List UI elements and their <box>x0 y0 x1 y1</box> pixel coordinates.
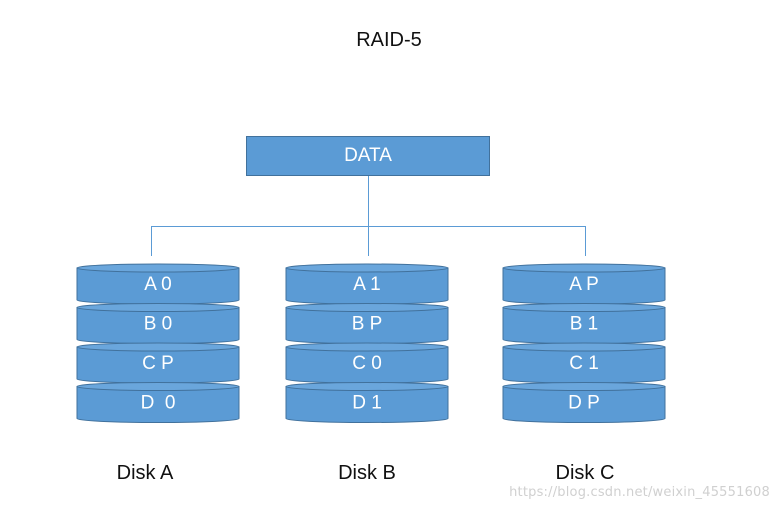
watermark: https://blog.csdn.net/weixin_45551608 <box>509 485 770 500</box>
disk-c-block-label-1: B 1 <box>570 314 599 335</box>
cylinder-top <box>76 382 240 391</box>
disk-a-block-label-0: A 0 <box>144 274 171 295</box>
disk-b-block-3: D 1 <box>285 382 449 423</box>
disk-b-block-1: B P <box>285 303 449 344</box>
cylinder-body <box>502 386 666 423</box>
disk-b-block-0: A 1 <box>285 263 449 305</box>
disk-a-block-label-3: D 0 <box>141 393 176 414</box>
cylinder-top <box>502 382 666 391</box>
data-box: DATA <box>246 136 490 176</box>
disk-b-stack: A 1 B P C 0 D 1 <box>284 262 450 426</box>
cylinder-top <box>285 342 449 352</box>
cylinder-top <box>502 303 666 312</box>
disk-a-block-1: B 0 <box>76 303 240 344</box>
cylinder-body <box>285 386 449 423</box>
disk-b-block-label-1: B P <box>352 314 383 335</box>
cylinder-top <box>502 342 666 352</box>
disk-a-label: Disk A <box>116 462 174 484</box>
cylinder-top <box>76 342 240 352</box>
disk-a-svg: A 0 B 0 C P D 0 <box>76 263 240 423</box>
disk-c-block-3: D P <box>502 382 666 423</box>
disk-c-block-2: C 1 <box>502 342 666 384</box>
diagram-title: RAID-5 <box>356 29 422 51</box>
cylinder-body <box>76 386 240 423</box>
disk-c-block-0: A P <box>502 263 666 305</box>
disk-b-svg: A 1 B P C 0 D 1 <box>285 263 449 423</box>
cylinder-top <box>76 263 240 273</box>
disk-b-block-label-3: D 1 <box>352 393 382 414</box>
disk-c-block-label-3: D P <box>568 393 600 414</box>
connector-drop-disk-c <box>585 226 586 256</box>
disk-c-svg: A P B 1 C 1 D P <box>502 263 666 423</box>
cylinder-top <box>285 303 449 312</box>
cylinder-top <box>285 263 449 273</box>
disk-a-block-label-2: C P <box>142 353 174 374</box>
disk-a-block-2: C P <box>76 342 240 384</box>
disk-b-label: Disk B <box>338 462 396 484</box>
disk-c-stack: A P B 1 C 1 D P <box>501 262 667 426</box>
cylinder-top <box>502 263 666 273</box>
disk-c-label: Disk C <box>555 462 615 484</box>
disk-a-block-label-1: B 0 <box>144 314 173 335</box>
disk-c-block-label-2: C 1 <box>569 353 599 374</box>
disk-b-block-label-0: A 1 <box>353 274 380 295</box>
connector-drop-disk-b <box>368 226 369 256</box>
disk-b-block-label-2: C 0 <box>352 353 382 374</box>
connector-trunk <box>368 176 369 226</box>
disk-a-stack: A 0 B 0 C P D 0 <box>75 262 241 426</box>
connector-drop-disk-a <box>151 226 152 256</box>
cylinder-top <box>76 303 240 312</box>
data-box-label: DATA <box>344 145 392 166</box>
cylinder-top <box>285 382 449 391</box>
disk-c-block-1: B 1 <box>502 303 666 344</box>
disk-a-block-3: D 0 <box>76 382 240 423</box>
disk-b-block-2: C 0 <box>285 342 449 384</box>
disk-a-block-0: A 0 <box>76 263 240 305</box>
disk-c-block-label-0: A P <box>569 274 599 295</box>
